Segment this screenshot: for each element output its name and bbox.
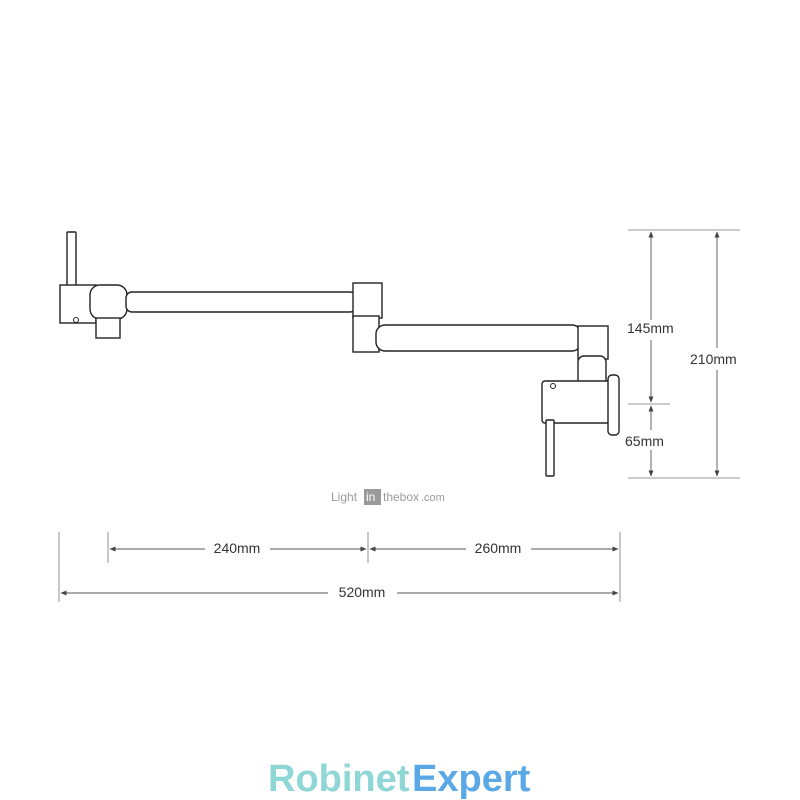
- valve-screw: [550, 383, 556, 389]
- watermark-box: [364, 489, 381, 505]
- watermark-before: Light: [331, 490, 358, 504]
- dim-label-65: 65mm: [625, 433, 664, 449]
- dim-label-520: 520mm: [339, 584, 386, 600]
- middle-joint-bottom: [352, 315, 380, 353]
- upper-arm: [125, 291, 357, 313]
- lower-arm: [375, 324, 582, 352]
- dim-label-210: 210mm: [690, 351, 737, 367]
- robinetexpert-logo: Robinet Expert: [268, 758, 531, 800]
- dim-label-240: 240mm: [214, 540, 261, 556]
- valve-handle: [545, 419, 555, 477]
- brand-robinet: Robinet: [268, 758, 410, 800]
- spout-aerator: [95, 317, 121, 339]
- middle-joint-top: [352, 282, 383, 319]
- dim-label-260: 260mm: [475, 540, 522, 556]
- vertical-dimensions: 145mm 65mm 210mm: [625, 229, 740, 479]
- left-lever: [66, 231, 77, 288]
- dim-label-145: 145mm: [627, 320, 674, 336]
- left-swivel-knuckle: [89, 284, 128, 320]
- horizontal-dimensions: 240mm 260mm 520mm: [58, 532, 621, 602]
- head-screw: [73, 317, 79, 323]
- wall-flange: [607, 374, 620, 436]
- right-elbow-block: [577, 325, 609, 360]
- watermark-boxed: in: [366, 490, 375, 504]
- watermark-after: thebox: [383, 490, 419, 504]
- brand-expert: Expert: [412, 758, 531, 800]
- faucet-drawing: [59, 231, 620, 477]
- lightinthebox-watermark: Light in thebox .com: [331, 489, 445, 505]
- watermark-suffix: .com: [421, 492, 445, 504]
